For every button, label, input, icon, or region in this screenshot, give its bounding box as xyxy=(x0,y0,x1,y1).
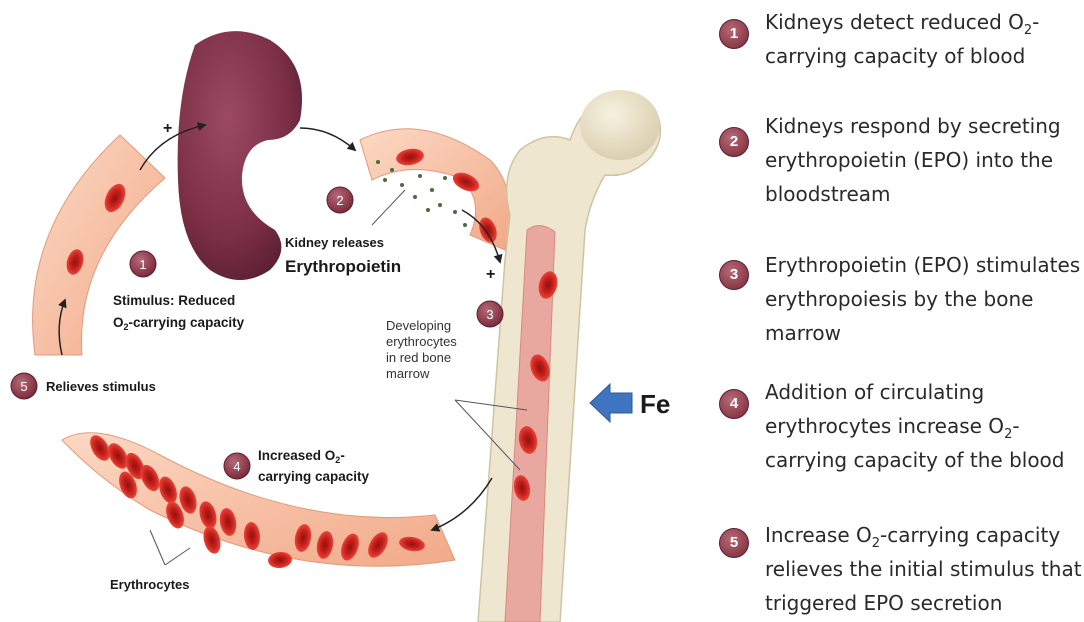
increased-label-line1: Increased O2- xyxy=(258,448,345,465)
step-1-text: Kidneys detect reduced O2- carrying capa… xyxy=(765,5,1083,73)
plus-sign-right: + xyxy=(486,266,495,283)
relieves-stimulus-label: Relieves stimulus xyxy=(46,379,156,394)
stimulus-label-line2: O2-carrying capacity xyxy=(113,315,245,332)
steps-panel: 1 Kidneys detect reduced O2- carrying ca… xyxy=(705,0,1084,622)
developing-label-4: marrow xyxy=(386,366,430,381)
badge-2: 2 xyxy=(327,187,353,213)
badge-4: 4 xyxy=(224,453,250,479)
epo-feedback-diagram: + + 1 2 3 4 5 Stimulus: Reduced O2-carry… xyxy=(0,0,700,622)
plus-sign-top: + xyxy=(163,120,172,137)
arrow-kidney-to-vessel xyxy=(300,128,355,150)
arrow-bone-to-vessel xyxy=(432,478,492,530)
svg-text:5: 5 xyxy=(20,379,27,394)
step-number-badge: 1 xyxy=(719,19,749,49)
badge-1: 1 xyxy=(130,251,156,277)
increased-label-line2: carrying capacity xyxy=(258,469,370,484)
iron-input-arrow xyxy=(590,384,632,422)
step-number-badge: 4 xyxy=(719,389,749,419)
svg-text:2: 2 xyxy=(336,193,343,208)
erythropoietin-label: Erythropoietin xyxy=(285,257,401,276)
developing-label-2: erythrocytes xyxy=(386,334,457,349)
svg-text:1: 1 xyxy=(139,257,146,272)
femur-bone xyxy=(478,90,660,622)
step-5-text: Increase O2-carrying capacity relieves t… xyxy=(765,518,1083,620)
fe-label: Fe xyxy=(640,389,670,419)
step-number-badge: 5 xyxy=(719,528,749,558)
step-3-text: Erythropoietin (EPO) stimulates erythrop… xyxy=(765,248,1083,350)
developing-label-3: in red bone xyxy=(386,350,451,365)
stimulus-label-line1: Stimulus: Reduced xyxy=(113,293,235,308)
step-2-text: Kidneys respond by secreting erythropoie… xyxy=(765,109,1083,211)
kidney xyxy=(178,31,302,280)
badge-3: 3 xyxy=(477,301,503,327)
step-4-text: Addition of circulating erythrocytes inc… xyxy=(765,375,1083,477)
badge-5: 5 xyxy=(11,373,37,399)
step-number-badge: 3 xyxy=(719,260,749,290)
developing-label-1: Developing xyxy=(386,318,451,333)
step-number-badge: 2 xyxy=(719,127,749,157)
svg-text:4: 4 xyxy=(233,459,240,474)
kidney-releases-label: Kidney releases xyxy=(285,235,384,250)
erythrocytes-label: Erythrocytes xyxy=(110,577,189,592)
svg-text:3: 3 xyxy=(486,307,493,322)
